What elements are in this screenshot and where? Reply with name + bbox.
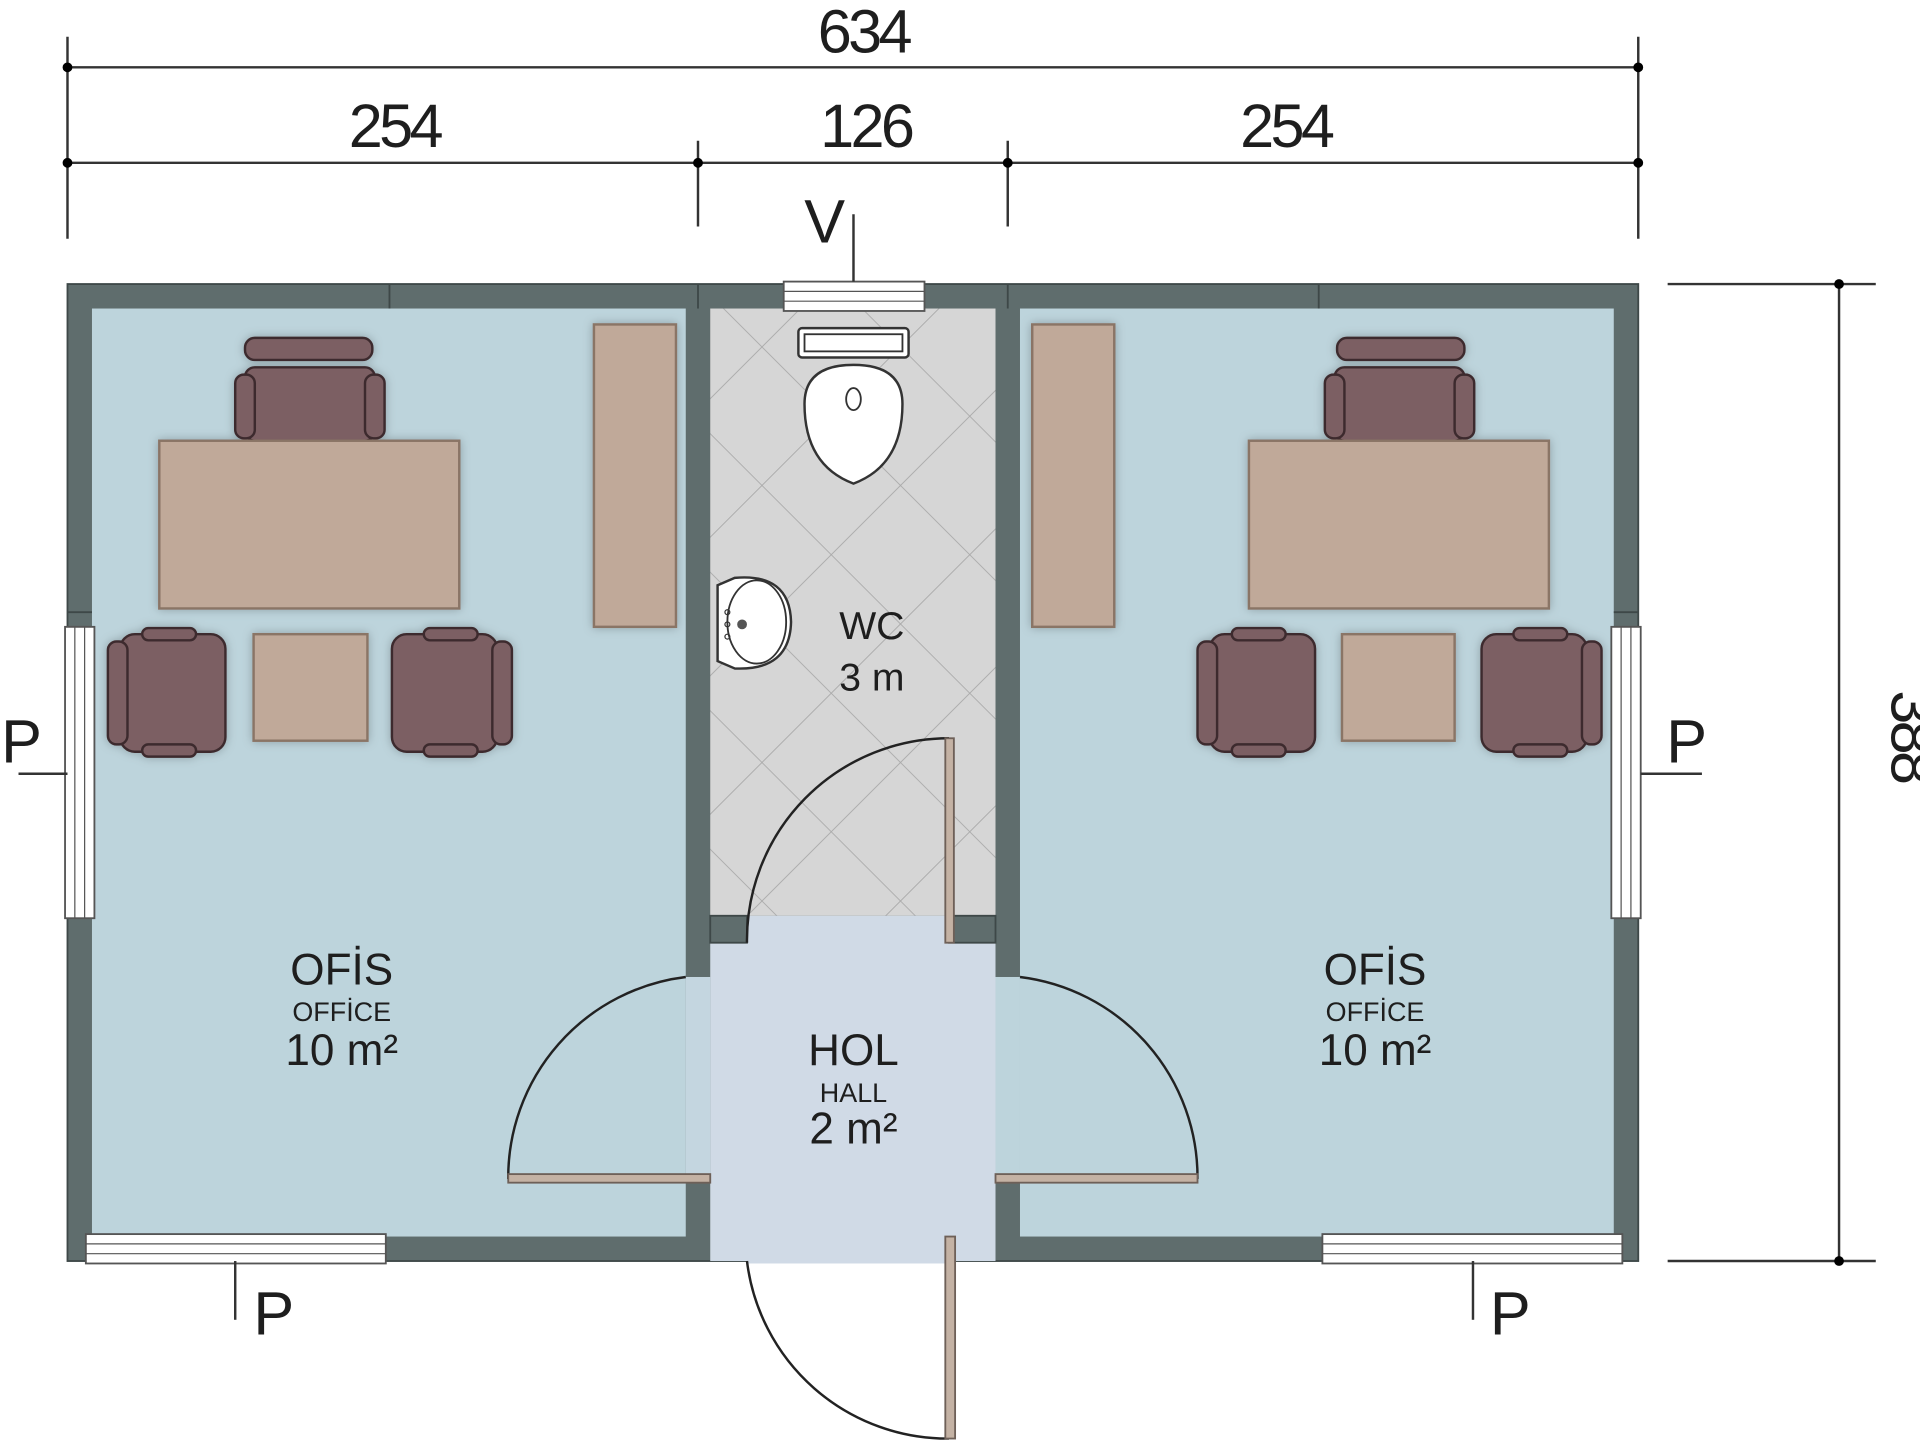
left-width-label: 254	[349, 92, 443, 160]
left-office-door[interactable]	[507, 975, 712, 1184]
cabinet	[1031, 323, 1116, 629]
entry-door[interactable]	[745, 1235, 957, 1440]
window-label-left: P	[1, 708, 39, 776]
left-office-name-en: OFFİCE	[292, 996, 391, 1027]
wc-wall-stub	[709, 914, 748, 944]
dimension-lines	[62, 36, 1876, 1266]
office-chair	[233, 336, 386, 442]
right-width-label: 254	[1240, 92, 1334, 160]
hall-name: HOL	[808, 1026, 899, 1075]
right-office-door[interactable]	[994, 975, 1199, 1184]
center-width-label: 126	[820, 92, 913, 160]
window-label-leaders	[18, 214, 1702, 1320]
window-label-top: V	[804, 187, 845, 255]
desk	[158, 439, 461, 610]
coffee-table	[252, 632, 369, 742]
right-office-furniture	[1031, 323, 1603, 758]
left-door-opening	[685, 976, 711, 1179]
right-office-name: OFİS	[1324, 945, 1427, 994]
coffee-table	[1340, 632, 1456, 742]
window-top	[782, 280, 926, 312]
hall-name-en: HALL	[820, 1078, 887, 1108]
window-right	[1610, 625, 1642, 920]
left-office-furniture	[106, 323, 678, 758]
wc-door[interactable]	[745, 737, 955, 944]
right-office-name-en: OFFİCE	[1326, 996, 1425, 1027]
right-door-opening	[995, 976, 1020, 1179]
armchair	[390, 626, 514, 758]
desk	[1247, 439, 1551, 610]
armchair	[106, 626, 227, 758]
wall-joints	[67, 284, 1639, 614]
wc-name: WC	[839, 605, 904, 648]
total-width-label: 634	[818, 0, 912, 66]
window-bottom-left	[84, 1233, 387, 1265]
entry-door-opening	[746, 1234, 949, 1264]
toilet	[797, 326, 910, 485]
hall-area: 2 m²	[809, 1104, 897, 1153]
window-label-right: P	[1666, 708, 1704, 776]
wc-wall-stub	[948, 914, 997, 944]
left-office-area: 10 m²	[285, 1026, 398, 1075]
window-label-bottom-right: P	[1490, 1279, 1528, 1347]
right-office-area: 10 m²	[1319, 1026, 1432, 1075]
hall-floor	[710, 915, 996, 1262]
office-chair	[1323, 336, 1476, 442]
armchair	[1196, 626, 1317, 758]
window-left	[64, 625, 96, 920]
armchair	[1480, 626, 1603, 758]
window-bottom-right	[1321, 1233, 1624, 1265]
left-office-name: OFİS	[290, 945, 393, 994]
cabinet	[592, 323, 678, 629]
sink	[716, 576, 793, 670]
depth-label: 388	[1879, 690, 1920, 783]
window-label-bottom-left: P	[253, 1279, 291, 1347]
wc-area: 3 m	[839, 657, 904, 700]
